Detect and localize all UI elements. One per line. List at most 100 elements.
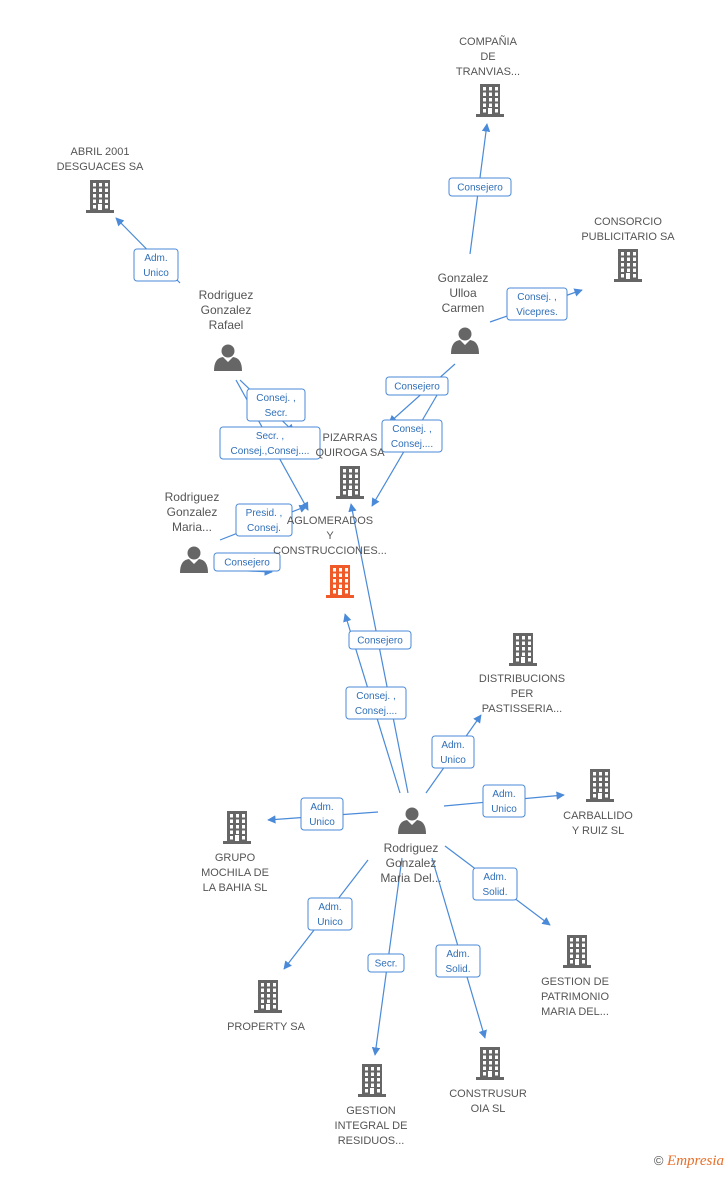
- relation-badge-box: [482, 784, 526, 818]
- relation-badge-text: Consej. ,: [392, 424, 431, 435]
- company-pizarras-label-line: QUIROGA SA: [315, 447, 385, 459]
- relation-badge[interactable]: Consejero: [448, 177, 512, 197]
- company-tranvias-label-line: DE: [480, 51, 495, 63]
- relation-badge-box: [381, 419, 443, 453]
- relation-badge-text: Unico: [491, 804, 517, 815]
- relation-badge-box: [246, 388, 306, 422]
- company-consorcio-icon[interactable]: [614, 249, 642, 282]
- company-construsur-icon[interactable]: [476, 1047, 504, 1080]
- company-aglomerados-label-line: Y: [326, 530, 334, 542]
- relation-badge[interactable]: Adm.Solid.: [435, 944, 481, 978]
- company-tranvias-label-line: COMPAÑIA: [459, 35, 518, 48]
- relation-badge-text: Consejero: [457, 183, 503, 194]
- relation-badge-box: [133, 248, 179, 282]
- relation-badge[interactable]: Secr.: [367, 953, 405, 973]
- company-gestion-patrimonio-label-line: MARIA DEL...: [541, 1006, 609, 1018]
- company-carballido-icon[interactable]: [586, 769, 614, 802]
- relation-badge-text: Consej. ,: [356, 691, 395, 702]
- relation-badge-box: [506, 287, 568, 321]
- relation-badge[interactable]: Consejero: [385, 376, 449, 396]
- relation-badge-text: Secr. ,: [256, 431, 284, 442]
- relation-badge[interactable]: Consej. ,Vicepres.: [506, 287, 568, 321]
- company-tranvias-icon[interactable]: [476, 84, 504, 117]
- relation-badge[interactable]: Consejero: [213, 552, 281, 572]
- relation-badge-box: [345, 686, 407, 720]
- relation-badge[interactable]: Consej. , Consej....: [381, 419, 443, 453]
- relation-badge-text: Unico: [440, 755, 466, 766]
- company-pizarras-icon[interactable]: [336, 466, 364, 499]
- relation-badge-text: Adm.: [441, 740, 464, 751]
- company-grupo-icon[interactable]: [223, 811, 251, 844]
- company-distribucions-label-line: DISTRIBUCIONS: [479, 673, 565, 685]
- company-distribucions-label-line: PASTISSERIA...: [482, 703, 563, 715]
- relation-badge-text: Adm.: [483, 872, 506, 883]
- relation-badge-text: Consejero: [394, 382, 440, 393]
- relation-badge[interactable]: Secr. ,Consej.,Consej....: [219, 426, 321, 460]
- relation-badge[interactable]: Adm. Unico: [431, 735, 475, 769]
- company-consorcio-label-line: PUBLICITARIO SA: [581, 231, 675, 243]
- company-abril-label-line: ABRIL 2001: [71, 146, 130, 158]
- relation-badge[interactable]: Adm. Unico: [307, 897, 353, 931]
- relation-badge-text: Solid.: [482, 887, 507, 898]
- person-carmen-icon[interactable]: [451, 327, 479, 355]
- relation-badge-text: Vicepres.: [516, 307, 558, 318]
- relation-badge-text: Unico: [317, 917, 343, 928]
- relation-badge[interactable]: Adm. Unico: [300, 797, 344, 831]
- person-carmen-label-line: Carmen: [442, 301, 485, 315]
- relation-badge-box: [431, 735, 475, 769]
- relation-badge-text: Consej....: [391, 439, 433, 450]
- company-construsur-label-line: CONSTRUSUR: [449, 1088, 527, 1100]
- person-maria-del-label-line: Gonzalez: [386, 856, 437, 870]
- person-rafael-icon[interactable]: [214, 344, 242, 372]
- relation-badge-text: Adm.: [144, 253, 167, 264]
- company-gestion-patrimonio-icon[interactable]: [563, 935, 591, 968]
- relation-badge[interactable]: Presid. ,Consej.: [235, 503, 293, 537]
- person-maria1-label-line: Rodriguez: [165, 490, 220, 504]
- person-maria1-label-line: Gonzalez: [167, 505, 218, 519]
- company-gestion-residuos-label-line: RESIDUOS...: [338, 1135, 405, 1147]
- relation-badge[interactable]: Consej. ,Consej....: [345, 686, 407, 720]
- company-aglomerados-label-line: AGLOMERADOS: [287, 515, 373, 527]
- person-maria-del-label-line: Rodriguez: [384, 841, 439, 855]
- relation-badge[interactable]: Adm. Solid.: [472, 867, 518, 901]
- relation-badge-text: Presid. ,: [246, 508, 283, 519]
- person-carmen-label-line: Ulloa: [449, 286, 477, 300]
- relation-badge-text: Secr.: [265, 408, 288, 419]
- relation-badge-box: [385, 376, 449, 396]
- relation-badge-text: Solid.: [445, 964, 470, 975]
- person-rafael-label-line: Rafael: [209, 318, 244, 332]
- company-tranvias-label-line: TRANVIAS...: [456, 66, 520, 78]
- company-property-icon[interactable]: [254, 980, 282, 1013]
- relation-badge-text: Adm.: [318, 902, 341, 913]
- company-aglomerados-label-line: CONSTRUCCIONES...: [273, 545, 387, 557]
- company-construsur-label-line: OIA SL: [471, 1103, 506, 1115]
- relation-badge-text: Adm.: [310, 802, 333, 813]
- relation-badge[interactable]: Adm.Unico: [133, 248, 179, 282]
- relation-badge[interactable]: Consej. ,Secr.: [246, 388, 306, 422]
- company-gestion-patrimonio-label-line: PATRIMONIO: [541, 991, 609, 1003]
- company-pizarras-label-line: PIZARRAS: [322, 432, 377, 444]
- relation-badge-text: Unico: [309, 817, 335, 828]
- company-gestion-residuos-icon[interactable]: [358, 1064, 386, 1097]
- company-aglomerados-icon[interactable]: [326, 565, 354, 598]
- nodes-layer: AGLOMERADOS Y CONSTRUCCIONES... PIZARRAS QUI…: [57, 35, 676, 1147]
- person-maria1-icon[interactable]: [180, 546, 208, 574]
- person-maria-del-icon[interactable]: [398, 807, 426, 835]
- relation-badge-box: [235, 503, 293, 537]
- company-consorcio-label-line: CONSORCIO: [594, 216, 662, 228]
- relation-badge[interactable]: Consejero: [348, 630, 412, 650]
- relation-badge-text: Adm.: [492, 789, 515, 800]
- relation-badge[interactable]: Adm. Unico: [482, 784, 526, 818]
- company-gestion-residuos-label-line: INTEGRAL DE: [335, 1120, 408, 1132]
- company-grupo-label-line: GRUPO: [215, 852, 256, 864]
- footer-brand[interactable]: © Empresia: [654, 1153, 724, 1170]
- relation-badge-text: Consejero: [224, 558, 270, 569]
- company-distribucions-icon[interactable]: [509, 633, 537, 666]
- company-gestion-residuos-label-line: GESTION: [346, 1105, 396, 1117]
- relation-badge-box: [307, 897, 353, 931]
- company-abril-icon[interactable]: [86, 180, 114, 213]
- company-abril-label-line: DESGUACES SA: [57, 161, 144, 173]
